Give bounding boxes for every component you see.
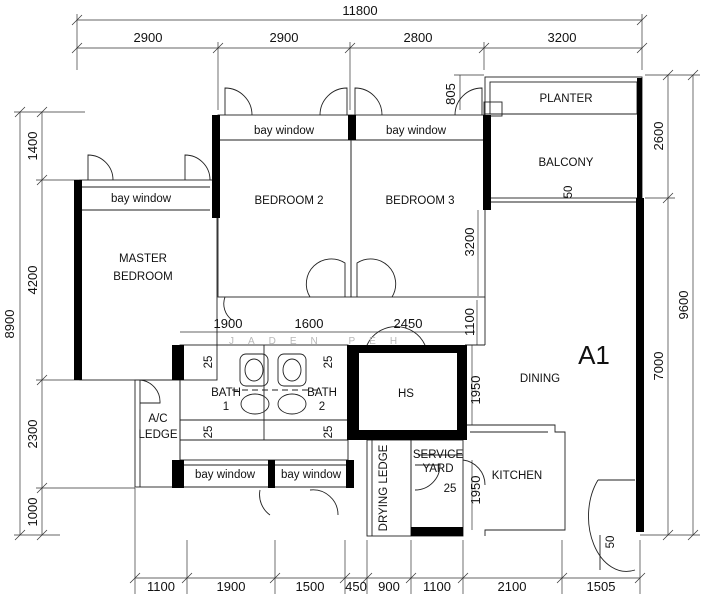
dim-bottom-4: 450 bbox=[345, 579, 367, 594]
label-dining: DINING bbox=[520, 373, 560, 385]
dim-balcony-step: 50 bbox=[563, 186, 575, 199]
dim-bottom-1: 1100 bbox=[147, 579, 175, 594]
dim-top-4: 3200 bbox=[548, 30, 577, 45]
dim-yard-step: 25 bbox=[444, 483, 457, 495]
dim-bottom-7: 2100 bbox=[498, 579, 527, 594]
dim-right-2: 7000 bbox=[651, 352, 666, 381]
watermark: JADEN PEH bbox=[229, 336, 411, 347]
structural-walls bbox=[74, 78, 644, 536]
dim-bath-width-1: 1900 bbox=[214, 316, 243, 331]
dim-planter-depth: 805 bbox=[443, 83, 458, 105]
dim-top-overall: 11800 bbox=[342, 3, 377, 18]
dim-bottom-5: 900 bbox=[378, 579, 400, 594]
dimension-lines bbox=[14, 14, 700, 594]
label-bedroom-2: BEDROOM 2 bbox=[254, 195, 323, 207]
dim-left-2: 4200 bbox=[25, 266, 40, 295]
dim-top-1: 2900 bbox=[134, 30, 163, 45]
dim-bath1-step-a: 25 bbox=[203, 356, 215, 369]
dim-hs-offset: 1100 bbox=[462, 308, 477, 336]
label-balcony: BALCONY bbox=[539, 157, 594, 169]
dim-left-3: 2300 bbox=[25, 420, 40, 449]
label-hs: HS bbox=[398, 388, 414, 400]
dim-bottom-8: 1505 bbox=[587, 579, 616, 594]
label-ac-ledge-1: A/C bbox=[148, 413, 167, 425]
label-bay-window-bedroom2: bay window bbox=[254, 125, 315, 137]
label-bath-2-b: 2 bbox=[319, 401, 325, 413]
dim-bath2-step-a: 25 bbox=[323, 356, 335, 369]
label-service-yard-2: YARD bbox=[422, 463, 453, 475]
dim-bath-width-2: 1600 bbox=[295, 316, 324, 331]
label-master-bedroom-1: MASTER bbox=[119, 253, 167, 265]
dim-top-3: 2800 bbox=[404, 30, 433, 45]
dim-kitchen-step: 50 bbox=[605, 536, 617, 549]
label-bath-1-b: 1 bbox=[223, 401, 229, 413]
label-bay-window-master: bay window bbox=[111, 193, 172, 205]
room-labels: MASTER BEDROOM bay window bay window bay… bbox=[111, 93, 610, 531]
dim-bath1-step-b: 25 bbox=[203, 426, 215, 439]
dim-bath2-step-b: 25 bbox=[323, 426, 335, 439]
door-swings bbox=[87, 87, 636, 572]
dim-top-2: 2900 bbox=[270, 30, 299, 45]
label-bath-2-a: BATH bbox=[307, 387, 337, 399]
dim-bottom-6: 1100 bbox=[423, 579, 451, 594]
dimension-labels: 11800 2900 2900 2800 3200 1100 1900 1500… bbox=[2, 3, 691, 594]
label-kitchen: KITCHEN bbox=[492, 470, 542, 482]
room-outlines bbox=[79, 76, 643, 537]
label-service-yard-1: SERVICE bbox=[413, 449, 464, 461]
label-drying-ledge: DRYING LEDGE bbox=[378, 444, 390, 531]
dim-kitchen-depth: 1950 bbox=[468, 476, 483, 505]
dim-bottom-2: 1900 bbox=[217, 579, 246, 594]
dim-hs-depth: 1950 bbox=[468, 376, 483, 405]
dim-bottom-3: 1500 bbox=[296, 579, 325, 594]
label-ac-ledge-2: LEDGE bbox=[139, 429, 178, 441]
label-bay-window-bath1: bay window bbox=[195, 469, 256, 481]
label-bath-1-a: BATH bbox=[211, 387, 241, 399]
unit-type-label: A1 bbox=[578, 340, 610, 370]
label-master-bedroom-2: BEDROOM bbox=[113, 271, 172, 283]
dim-hs-width: 2450 bbox=[394, 316, 423, 331]
dim-left-1: 1400 bbox=[25, 132, 40, 161]
label-bay-window-bedroom3: bay window bbox=[386, 125, 447, 137]
dim-left-4: 1000 bbox=[25, 498, 40, 527]
dim-bedroom3-depth: 3200 bbox=[462, 228, 477, 257]
dim-right-1: 2600 bbox=[651, 122, 666, 151]
label-planter: PLANTER bbox=[539, 93, 592, 105]
label-bay-window-bath2: bay window bbox=[281, 469, 342, 481]
label-bedroom-3: BEDROOM 3 bbox=[385, 195, 454, 207]
dim-left-overall: 8900 bbox=[2, 310, 17, 339]
dim-right-overall: 9600 bbox=[676, 291, 691, 320]
